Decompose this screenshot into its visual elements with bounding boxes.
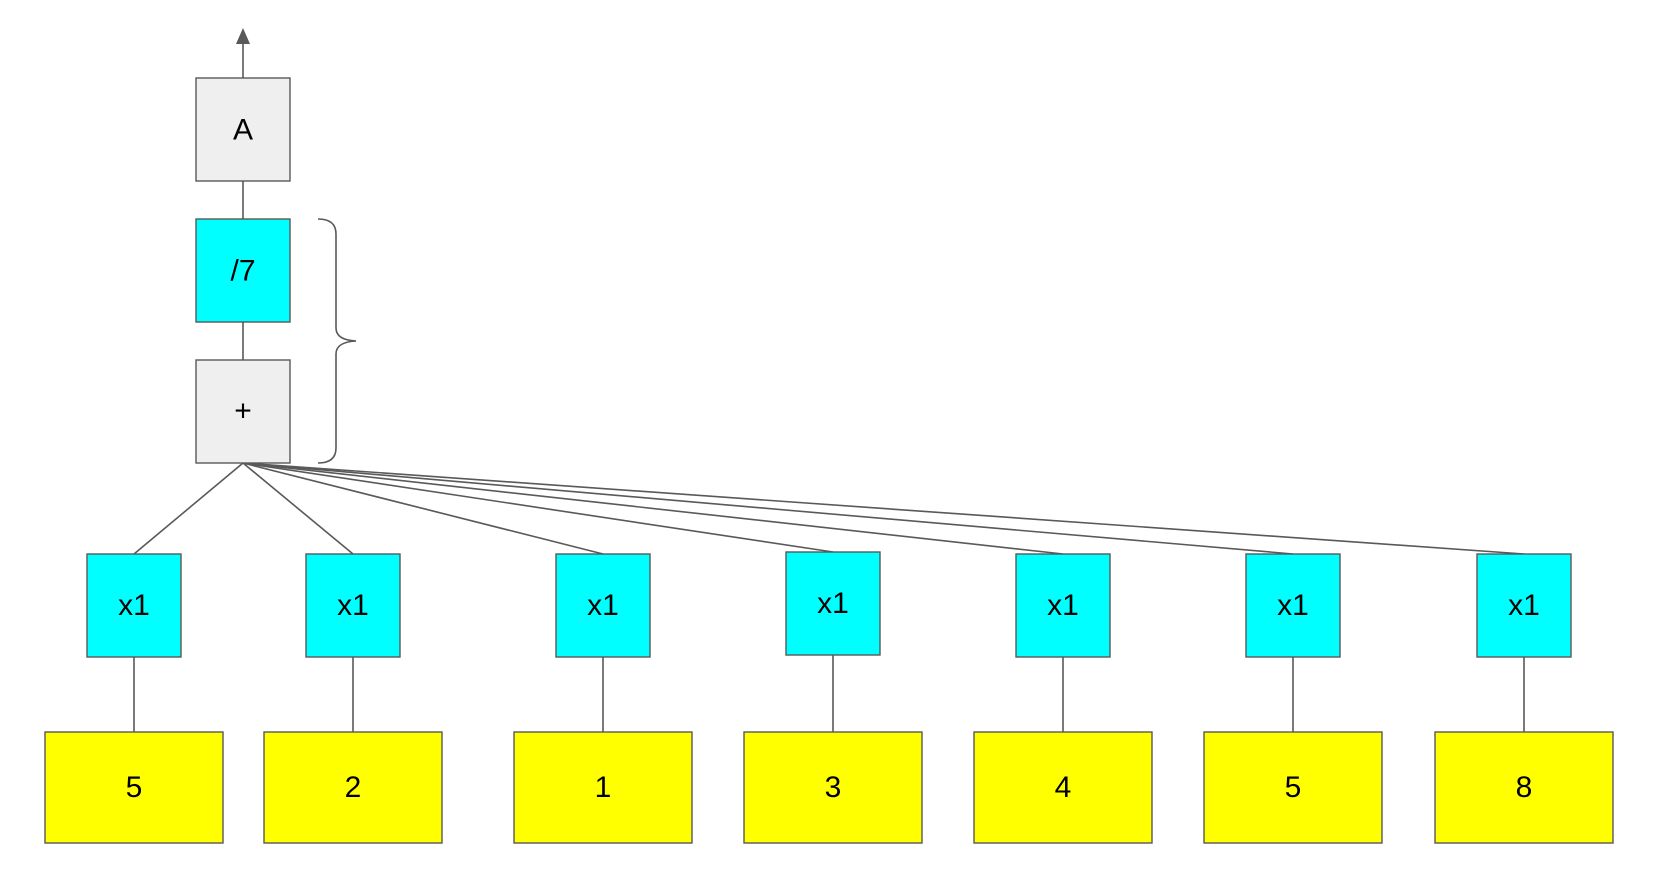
input-node-box: [44, 731, 224, 844]
output-arrow: [236, 28, 250, 78]
input-node: 2: [263, 731, 443, 844]
weight-node-label: x1: [1277, 589, 1309, 622]
weight-node-box: [305, 553, 401, 658]
input-nodes: 5 2 1 3 4 5 8: [44, 731, 1614, 844]
weight-node-label: x1: [1047, 589, 1079, 622]
weight-node: x1: [1245, 553, 1341, 658]
sum-node: +: [195, 359, 291, 464]
weight-node: x1: [555, 553, 651, 658]
edge-sum-to-weight: [242, 462, 354, 555]
edge-sum-to-weight: [242, 462, 1525, 555]
weight-node-label: x1: [337, 589, 369, 622]
edge-sum-to-weight: [242, 462, 1294, 555]
weight-node-label: x1: [1508, 589, 1540, 622]
weight-node-box: [785, 551, 881, 656]
grouping-brace: [317, 218, 357, 464]
weight-node-label: x1: [817, 587, 849, 620]
input-node: 4: [973, 731, 1153, 844]
weight-node: x1: [1476, 553, 1572, 658]
weight-node: x1: [305, 553, 401, 658]
input-node-box: [973, 731, 1153, 844]
input-node-label: 5: [1285, 771, 1302, 804]
weight-node-box: [1476, 553, 1572, 658]
weight-node: x1: [785, 551, 881, 656]
weight-node: x1: [1015, 553, 1111, 658]
edge-sum-to-weight: [242, 462, 834, 553]
input-node: 5: [44, 731, 224, 844]
sum-node-label: +: [234, 395, 252, 428]
weight-node-box: [86, 553, 182, 658]
weight-node: x1: [86, 553, 182, 658]
weight-node-box: [555, 553, 651, 658]
weight-input-edges: [133, 655, 1525, 732]
output-node: A: [195, 77, 291, 182]
input-node: 5: [1203, 731, 1383, 844]
input-node-box: [513, 731, 693, 844]
input-node-label: 8: [1516, 771, 1533, 804]
edge-sum-to-weight: [133, 462, 244, 555]
input-node-box: [1434, 731, 1614, 844]
output-node-label: A: [233, 114, 253, 147]
input-node-box: [743, 731, 923, 844]
weight-node-label: x1: [587, 589, 619, 622]
divide-node: /7: [195, 218, 291, 323]
weight-node-box: [1015, 553, 1111, 658]
input-node-label: 2: [345, 771, 362, 804]
sum-fan-edges: [133, 462, 1525, 555]
divide-node-label: /7: [230, 255, 255, 288]
input-node: 8: [1434, 731, 1614, 844]
weight-nodes: x1 x1 x1 x1 x1 x1 x1: [86, 551, 1572, 658]
input-node: 3: [743, 731, 923, 844]
input-node-box: [1203, 731, 1383, 844]
edge-sum-to-weight: [242, 462, 1064, 555]
weight-node-box: [1245, 553, 1341, 658]
input-node-box: [263, 731, 443, 844]
input-node-label: 3: [825, 771, 842, 804]
input-node-label: 4: [1055, 771, 1072, 804]
edge-sum-to-weight: [242, 462, 604, 555]
weight-node-label: x1: [118, 589, 150, 622]
input-node-label: 1: [595, 771, 612, 804]
input-node-label: 5: [126, 771, 143, 804]
input-node: 1: [513, 731, 693, 844]
